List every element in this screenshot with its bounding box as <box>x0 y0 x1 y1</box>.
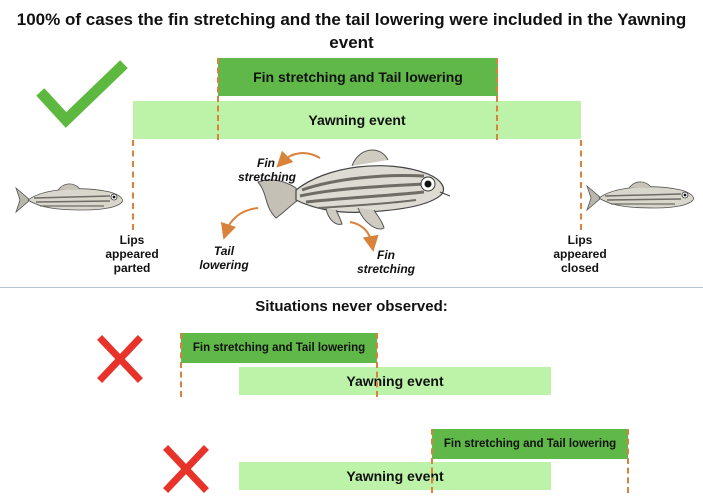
zebrafish-icon <box>15 183 123 214</box>
case1-fin-end-line <box>376 333 378 397</box>
check-icon <box>36 60 128 128</box>
fin-tail-bar: Fin stretching and Tail lowering <box>218 58 498 96</box>
lips-parted-label: Lips appeared parted <box>105 233 159 275</box>
fin-end-line <box>496 58 498 140</box>
fin-stretching-label-bottom: Fin stretching <box>356 248 415 276</box>
case2-fin-start-line <box>431 429 433 493</box>
never-observed-heading: Situations never observed: <box>255 298 448 315</box>
fin-stretching-label-top: Fin stretching <box>238 156 297 184</box>
arrow-tail <box>220 207 259 240</box>
zebrafish-icon <box>257 149 451 230</box>
zebrafish-icon <box>586 181 694 212</box>
yawning-event-bar: Yawning event <box>133 101 581 139</box>
tail-lowering-label: Tail lowering <box>199 244 249 272</box>
case2-yawning-event-bar: Yawning event <box>239 462 551 490</box>
cross-icon <box>163 445 209 493</box>
section-divider <box>0 287 703 288</box>
arrow-fin-top <box>276 150 321 168</box>
case1-yawning-event-bar: Yawning event <box>239 367 551 395</box>
fin-start-line <box>217 58 219 140</box>
cross-icon <box>97 335 143 383</box>
diagram-title: 100% of cases the fin stretching and the… <box>16 10 687 52</box>
case2-fin-end-line <box>627 429 629 493</box>
yawn-start-line <box>132 140 134 230</box>
case2-fin-tail-bar: Fin stretching and Tail lowering <box>432 429 628 459</box>
lips-closed-label: Lips appeared closed <box>553 233 607 275</box>
case1-fin-start-line <box>180 333 182 397</box>
case1-fin-tail-bar: Fin stretching and Tail lowering <box>181 333 377 363</box>
arrow-fin-bottom <box>349 221 379 252</box>
yawn-end-line <box>580 140 582 230</box>
